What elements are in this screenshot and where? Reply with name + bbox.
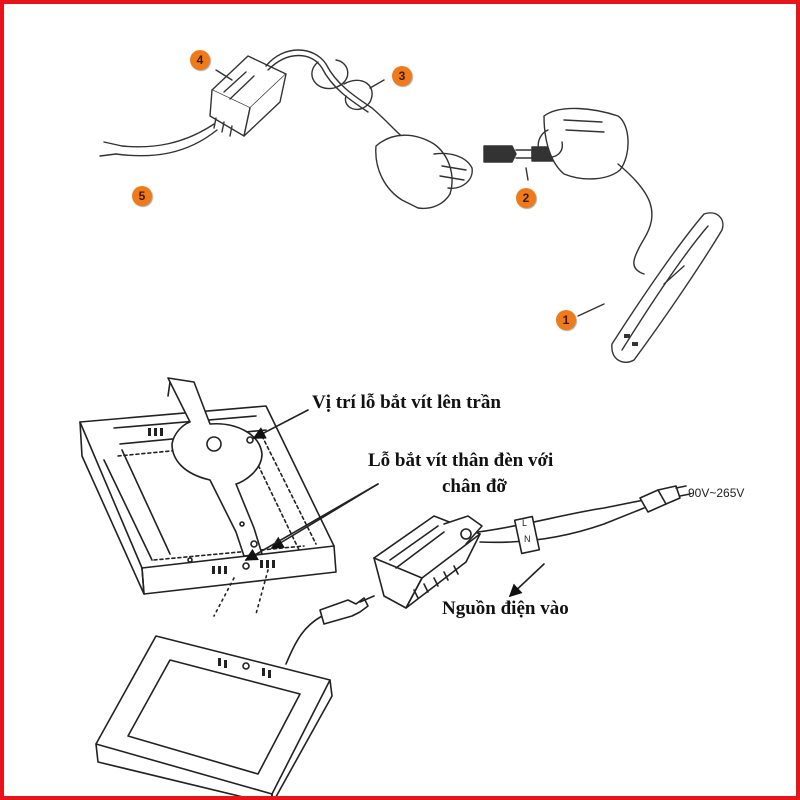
top-assembly-figure	[99, 49, 724, 363]
coiled-cable	[265, 49, 407, 141]
terminal-marker	[513, 515, 541, 555]
square-light-panel	[95, 635, 333, 796]
panel-cable	[617, 163, 653, 275]
alignment-line	[213, 577, 235, 617]
connector-bottom	[319, 597, 369, 625]
voltage-label: 90V~265V	[688, 486, 745, 500]
callout-number: 2	[522, 191, 530, 205]
driver-box	[209, 55, 287, 137]
callout-number: 3	[398, 69, 406, 83]
callout-number: 1	[562, 313, 570, 327]
power-input-label: Nguồn điện vào	[442, 598, 569, 619]
bottom-installation-figure	[79, 377, 691, 796]
ceiling-screw-hole-label: Vị trí lỗ bắt vít lên trần	[312, 392, 501, 413]
callout-number: 4	[196, 53, 204, 67]
input-cable	[479, 507, 645, 544]
callout-badge-3: 3	[392, 66, 412, 86]
installation-illustration	[79, 49, 724, 796]
power-plug	[639, 485, 691, 513]
ceiling-hole-arrow	[252, 409, 309, 439]
callout-badge-4: 4	[190, 50, 210, 70]
power-direction-arrow	[508, 563, 545, 598]
round-light-panel	[611, 212, 724, 363]
callout-badge-1: 1	[556, 310, 576, 330]
terminal-l-label: L	[522, 518, 528, 528]
body-hole-arrow-2	[244, 483, 379, 561]
callout-number: 5	[138, 189, 146, 203]
callout-badge-2: 2	[516, 188, 536, 208]
mounting-bracket	[167, 377, 263, 557]
input-wires	[99, 123, 218, 157]
alignment-line	[255, 569, 269, 615]
body-screw-hole-label-line2: chân đỡ	[442, 476, 507, 497]
led-driver	[373, 515, 483, 609]
terminal-n-label: N	[524, 534, 531, 544]
callout-badge-5: 5	[132, 186, 152, 206]
right-hand	[537, 107, 629, 180]
body-screw-hole-label-line1: Lỗ bắt vít thân đèn với	[368, 450, 554, 471]
panel-driver-cable	[285, 615, 323, 665]
input-cable	[477, 499, 645, 533]
left-hand	[375, 134, 473, 210]
mounting-box	[79, 405, 337, 595]
